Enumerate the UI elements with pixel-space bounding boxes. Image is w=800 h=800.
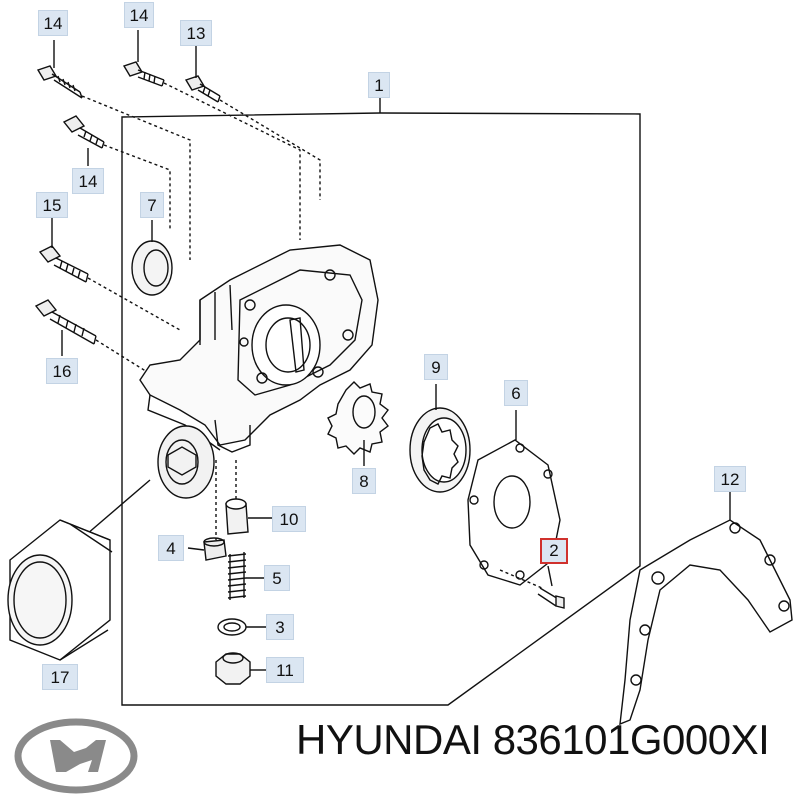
inner-gear-8: [327, 381, 389, 455]
bolt-14b: [122, 61, 165, 87]
callout-10[interactable]: 10: [272, 506, 306, 532]
bolt-16: [34, 299, 97, 345]
callout-1[interactable]: 1: [368, 72, 390, 98]
callout-6[interactable]: 6: [504, 380, 528, 406]
brand-part-number: HYUNDAI 836101G000XI: [296, 716, 770, 763]
gasket-12: [619, 492, 793, 726]
washer-3: [217, 618, 266, 636]
cap-4: [187, 537, 227, 561]
callout-12[interactable]: 12: [714, 466, 746, 492]
callout-3[interactable]: 3: [266, 614, 294, 640]
filter-adapter: [157, 425, 215, 499]
relief-piston-10: [225, 498, 274, 535]
bolt-14a: [36, 65, 83, 99]
callout-14-top-left[interactable]: 14: [38, 10, 68, 36]
callout-15[interactable]: 15: [36, 192, 68, 218]
bolt-15: [38, 245, 89, 283]
callout-8[interactable]: 8: [352, 468, 376, 494]
outer-rotor-9: [409, 407, 471, 493]
callout-4[interactable]: 4: [158, 535, 184, 561]
oil-seal-7: [131, 240, 173, 296]
callout-11[interactable]: 11: [266, 657, 304, 683]
spring-5: [227, 552, 264, 600]
hyundai-logo: [14, 718, 138, 794]
callout-16[interactable]: 16: [46, 358, 78, 384]
callout-17[interactable]: 17: [42, 664, 78, 690]
callout-14-top[interactable]: 14: [124, 2, 154, 28]
callout-9[interactable]: 9: [424, 354, 448, 380]
bolt-14c: [62, 115, 105, 149]
oil-filter-17: [7, 519, 113, 661]
plug-11: [215, 652, 266, 685]
screw-2: [499, 569, 565, 609]
callout-2-selected[interactable]: 2: [540, 538, 568, 564]
callout-5[interactable]: 5: [264, 565, 290, 591]
oil-pump-body: [139, 244, 379, 453]
bolt-13: [184, 75, 221, 103]
callout-13[interactable]: 13: [180, 20, 212, 46]
callout-14-mid[interactable]: 14: [72, 168, 104, 194]
callout-7[interactable]: 7: [140, 192, 164, 218]
